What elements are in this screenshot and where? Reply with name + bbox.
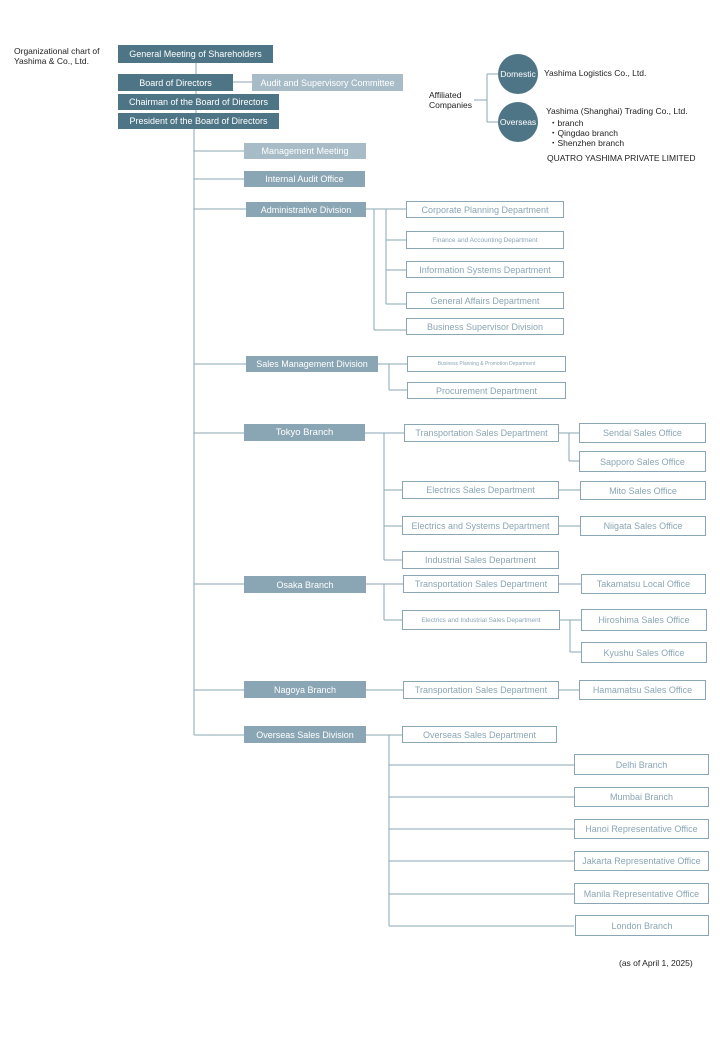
- office-takamatsu: Takamatsu Local Office: [581, 574, 706, 594]
- office-london: London Branch: [575, 915, 709, 936]
- osaka-dept-transportation: Transportation Sales Department: [403, 575, 559, 593]
- overseas-branch-1: ・branch: [549, 118, 584, 128]
- domestic-company: Yashima Logistics Co., Ltd.: [544, 68, 647, 78]
- office-manila: Manila Representative Office: [574, 883, 709, 904]
- internal-audit-box: Internal Audit Office: [244, 171, 365, 187]
- osaka-dept-electrics-industrial: Electrics and Industrial Sales Departmen…: [402, 610, 560, 630]
- office-hanoi: Hanoi Representative Office: [574, 819, 709, 839]
- office-mito: Mito Sales Office: [580, 481, 706, 500]
- overseas-sales-division-box: Overseas Sales Division: [244, 726, 366, 743]
- administrative-division-box: Administrative Division: [246, 202, 366, 217]
- dept-corporate-planning: Corporate Planning Department: [406, 201, 564, 218]
- chart-title: Organizational chart of Yashima & Co., L…: [14, 46, 100, 66]
- dept-finance-accounting: Finance and Accounting Department: [406, 231, 564, 249]
- office-kyushu: Kyushu Sales Office: [581, 642, 707, 663]
- osaka-branch-box: Osaka Branch: [244, 576, 366, 593]
- nagoya-branch-box: Nagoya Branch: [244, 681, 366, 698]
- sales-management-division-box: Sales Management Division: [246, 356, 378, 372]
- tokyo-dept-electrics-systems: Electrics and Systems Department: [402, 516, 559, 535]
- office-delhi: Delhi Branch: [574, 754, 709, 775]
- office-hamamatsu: Hamamatsu Sales Office: [579, 680, 706, 700]
- overseas-sales-dept: Overseas Sales Department: [402, 726, 557, 743]
- dept-procurement: Procurement Department: [407, 382, 566, 399]
- domestic-circle: Domestic: [498, 54, 538, 94]
- dept-business-planning: Business Planning & Promotion Department: [407, 356, 566, 372]
- tokyo-dept-transportation: Transportation Sales Department: [404, 424, 559, 442]
- dept-general-affairs: General Affairs Department: [406, 292, 564, 309]
- office-mumbai: Mumbai Branch: [574, 787, 709, 807]
- office-hiroshima: Hiroshima Sales Office: [581, 609, 707, 631]
- overseas-branch-3: ・Shenzhen branch: [549, 138, 625, 148]
- overseas-circle: Overseas: [498, 102, 538, 142]
- nagoya-dept-transportation: Transportation Sales Department: [403, 681, 559, 699]
- office-jakarta: Jakarta Representative Office: [574, 851, 709, 871]
- shareholders-box: General Meeting of Shareholders: [118, 45, 273, 63]
- management-meeting-box: Management Meeting: [244, 143, 366, 159]
- affiliated-companies-label: Affiliated Companies: [429, 90, 472, 110]
- as-of-date: (as of April 1, 2025): [619, 958, 693, 968]
- office-sapporo: Sapporo Sales Office: [579, 451, 706, 472]
- office-sendai: Sendai Sales Office: [579, 423, 706, 443]
- office-niigata: Niigata Sales Office: [580, 516, 706, 536]
- dept-business-supervisor: Business Supervisor Division: [406, 318, 564, 335]
- president-box: President of the Board of Directors: [118, 113, 279, 129]
- dept-information-systems: Information Systems Department: [406, 261, 564, 278]
- overseas-branch-2: ・Qingdao branch: [549, 128, 618, 138]
- tokyo-dept-electrics: Electrics Sales Department: [402, 481, 559, 499]
- tokyo-dept-industrial: Industrial Sales Department: [402, 551, 559, 569]
- overseas-company: Yashima (Shanghai) Trading Co., Ltd.: [546, 106, 688, 116]
- chairman-box: Chairman of the Board of Directors: [118, 94, 279, 110]
- tokyo-branch-box: Tokyo Branch: [244, 424, 365, 441]
- audit-committee-box: Audit and Supervisory Committee: [252, 74, 403, 91]
- quatro-company: QUATRO YASHIMA PRIVATE LIMITED: [547, 153, 696, 163]
- board-box: Board of Directors: [118, 74, 233, 91]
